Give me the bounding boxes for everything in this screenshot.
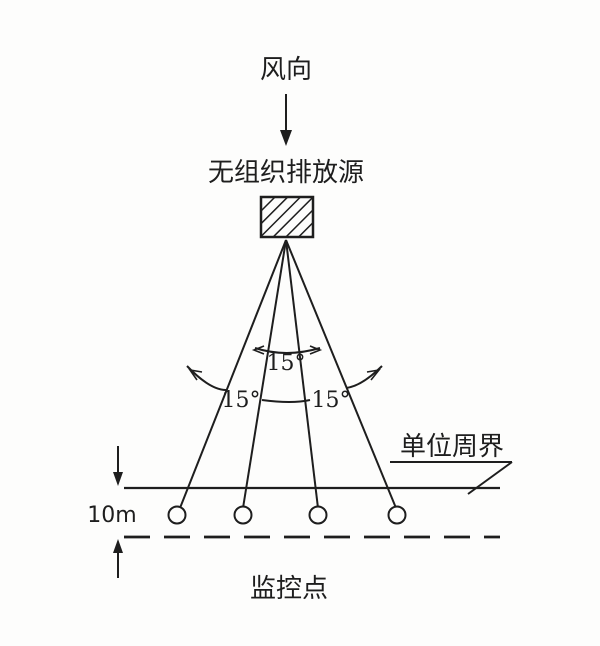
wind-arrow [280, 94, 292, 146]
ray-3 [285, 239, 319, 509]
boundary-pointer [390, 461, 513, 495]
boundary-label: 单位周界 [400, 432, 504, 462]
left-angle-label: 15° [222, 388, 261, 413]
monitoring-point [233, 505, 253, 525]
outer-angle-arc [186, 365, 383, 403]
right-angle-label: 15° [312, 388, 351, 413]
distance-dimension [113, 446, 123, 578]
distance-label: 10m [87, 503, 136, 528]
center-angle-label: 15° [267, 351, 306, 376]
monitoring-point [387, 505, 407, 525]
monitoring-point [308, 505, 328, 525]
monitoring-points-label: 监控点 [250, 574, 328, 604]
monitoring-point [167, 505, 187, 525]
center-angle-arc [251, 345, 323, 355]
ray-4 [285, 239, 397, 509]
ray-1 [179, 239, 287, 509]
ray-2 [242, 239, 287, 509]
sampling-rays [179, 239, 397, 509]
emission-source-box [259, 195, 315, 239]
wind-direction-label: 风向 [260, 55, 312, 85]
monitoring-points [167, 505, 407, 525]
emission-source-label: 无组织排放源 [208, 158, 364, 188]
